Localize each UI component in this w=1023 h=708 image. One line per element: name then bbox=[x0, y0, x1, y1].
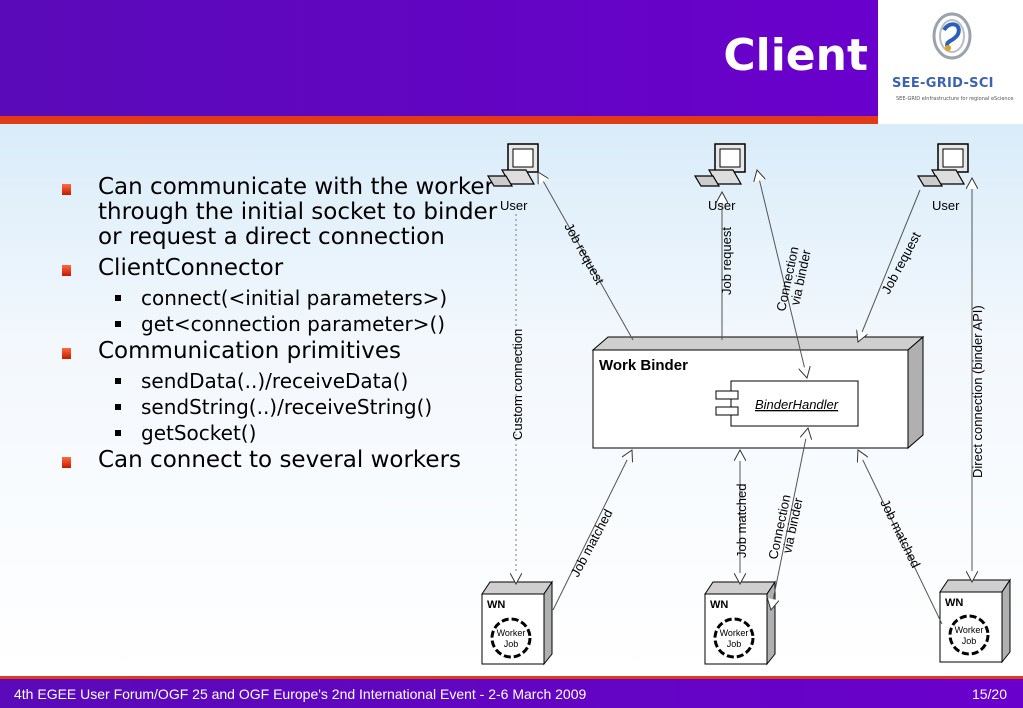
footer-event: 4th EGEE User Forum/OGF 25 and OGF Europ… bbox=[14, 686, 587, 702]
sub-bullet-item: getSocket() bbox=[58, 422, 498, 444]
footer-rule bbox=[0, 676, 1023, 679]
sub-bullet-item: get<connection parameter>() bbox=[58, 313, 498, 335]
bullet-marker-icon bbox=[62, 265, 71, 276]
edge-label: Job matched bbox=[567, 507, 615, 580]
sub-bullet-item: connect(<initial parameters>) bbox=[58, 287, 498, 309]
sub-bullet-marker-icon bbox=[115, 378, 121, 384]
logo-swirl-icon bbox=[932, 12, 972, 60]
header-rule bbox=[0, 116, 878, 124]
sub-bullet-marker-icon bbox=[115, 321, 121, 327]
edge-connection-via-binder-bottom bbox=[771, 428, 808, 610]
worker-job-label: Worker bbox=[497, 628, 526, 638]
edge-label: Custom connection bbox=[510, 329, 525, 440]
header-bar bbox=[0, 0, 878, 116]
edge-label: Job matched bbox=[877, 497, 923, 570]
footer-bar bbox=[0, 679, 1023, 708]
edge-job-matched-1 bbox=[552, 450, 632, 611]
user-computer-icon bbox=[693, 143, 746, 187]
edge-job-request-3 bbox=[858, 189, 921, 342]
binder-handler-component bbox=[715, 380, 859, 427]
user-label: User bbox=[932, 198, 960, 213]
bullet-text: ClientConnector bbox=[98, 255, 284, 281]
sub-bullet-text: getSocket() bbox=[141, 421, 257, 445]
worker-node-label: WN bbox=[710, 599, 728, 611]
edge-label: Job request bbox=[561, 220, 607, 287]
slide-title: Client bbox=[723, 30, 868, 81]
user-computer-icon bbox=[916, 143, 969, 187]
edge-label: Job matched bbox=[734, 484, 749, 558]
logo-subtitle: SEE-GRID eInfrastructure for regional eS… bbox=[896, 96, 1014, 102]
bullet-item: Can connect to several workers bbox=[58, 448, 498, 473]
sub-bullet-item: sendString(..)/receiveString() bbox=[58, 396, 498, 418]
page-number: 15/20 bbox=[971, 686, 1007, 702]
bullet-item: ClientConnector bbox=[58, 256, 498, 281]
bullet-list: Can communicate with the worker through … bbox=[58, 175, 498, 479]
worker-job-label: Worker bbox=[955, 625, 984, 635]
sub-bullet-text: connect(<initial parameters>) bbox=[141, 286, 448, 310]
sub-bullet-text: get<connection parameter>() bbox=[141, 312, 446, 336]
sub-bullet-marker-icon bbox=[115, 430, 121, 436]
logo-text: SEE-GRID-SCI bbox=[892, 76, 994, 91]
edge-job-matched-3 bbox=[858, 450, 943, 625]
sub-bullet-marker-icon bbox=[115, 404, 121, 410]
sub-bullet-item: sendData(..)/receiveData() bbox=[58, 370, 498, 392]
worker-job-label: Job bbox=[727, 639, 742, 649]
user-computer-icon bbox=[486, 143, 539, 187]
worker-node bbox=[704, 580, 776, 666]
bullet-marker-icon bbox=[62, 348, 71, 359]
worker-node bbox=[939, 578, 1011, 664]
edge-label: Job request bbox=[719, 227, 734, 295]
bullet-item: Communication primitives bbox=[58, 339, 498, 364]
bullet-text: Communication primitives bbox=[98, 338, 401, 364]
user-label: User bbox=[500, 198, 528, 213]
edge-job-request-1 bbox=[538, 172, 634, 341]
bullet-text: Can communicate with the worker through … bbox=[98, 174, 498, 250]
bullet-marker-icon bbox=[62, 457, 71, 468]
worker-node bbox=[481, 580, 553, 666]
edge-connection-via-binder-top bbox=[757, 170, 807, 378]
edge-label: Direct connection (binder API) bbox=[970, 305, 985, 478]
component-label: BinderHandler bbox=[755, 397, 839, 412]
worker-node-label: WN bbox=[487, 599, 505, 611]
edge-label: Job request bbox=[878, 229, 923, 296]
sub-bullet-text: sendString(..)/receiveString() bbox=[141, 395, 433, 419]
bullet-text: Can connect to several workers bbox=[98, 447, 462, 473]
worker-job-label: Job bbox=[504, 639, 519, 649]
worker-node-label: WN bbox=[945, 597, 963, 609]
worker-job-label: Worker bbox=[720, 628, 749, 638]
sub-bullet-text: sendData(..)/receiveData() bbox=[141, 369, 409, 393]
binder-title: Work Binder bbox=[599, 357, 688, 374]
bullet-marker-icon bbox=[62, 184, 71, 195]
bullet-item: Can communicate with the worker through … bbox=[58, 175, 498, 250]
worker-job-label: Job bbox=[962, 636, 977, 646]
sub-bullet-marker-icon bbox=[115, 295, 121, 301]
logo-area bbox=[878, 0, 1023, 124]
